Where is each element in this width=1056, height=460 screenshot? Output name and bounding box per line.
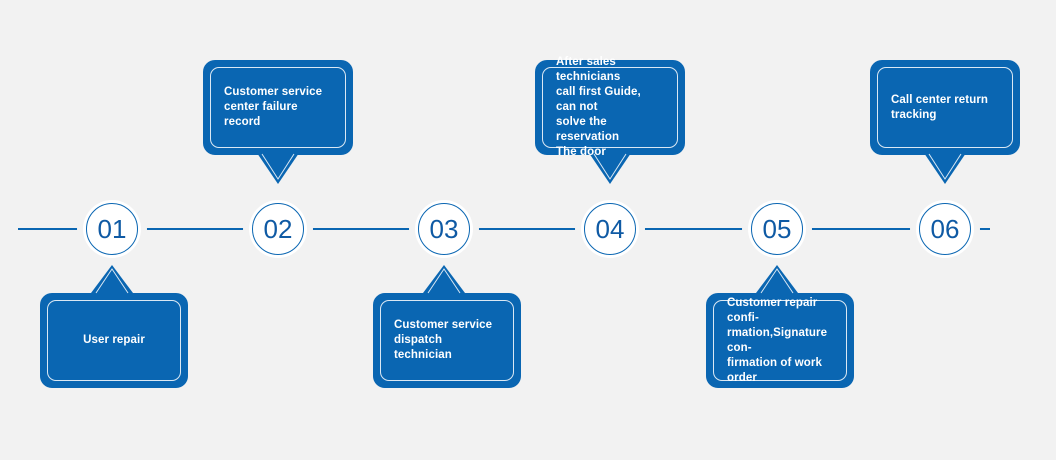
callout-inner-border-step-03: Customer service dispatch technician	[380, 300, 514, 381]
step-number-01: 01	[97, 214, 127, 244]
callout-label-step-03: Customer service dispatch technician	[394, 319, 493, 361]
callout-label-step-06: Call center return tracking	[891, 93, 989, 121]
step-number-05: 05	[762, 214, 792, 244]
callout-box-step-04[interactable]: After sales technicians call first Guide…	[535, 56, 685, 158]
step-marker-01[interactable]: 01	[83, 200, 141, 258]
callout-tail-inner-step-01	[95, 270, 129, 293]
callout-inner-border-step-01: User repair	[47, 300, 181, 381]
callout-box-step-01[interactable]: User repair	[40, 293, 188, 388]
callout-inner-border-step-02: Customer service center failure record	[210, 67, 346, 148]
step-number-02: 02	[263, 214, 293, 244]
step-number-04: 04	[595, 214, 625, 244]
timeline-axis	[18, 228, 990, 230]
step-marker-05[interactable]: 05	[748, 200, 806, 258]
step-ring-01	[86, 203, 138, 255]
step-ring-03	[418, 203, 470, 255]
step-ring-04	[584, 203, 636, 255]
step-marker-04[interactable]: 04	[581, 200, 639, 258]
callout-label-step-01: User repair	[83, 334, 145, 346]
callout-tail-step-02	[257, 153, 299, 184]
callout-inner-border-step-04: After sales technicians call first Guide…	[542, 56, 678, 158]
step-number-06: 06	[930, 214, 960, 244]
callout-tail-inner-step-05	[760, 270, 794, 293]
callout-box-step-06[interactable]: Call center return tracking	[870, 60, 1020, 155]
callout-box-step-02[interactable]: Customer service center failure record	[203, 60, 353, 155]
step-ring-02	[252, 203, 304, 255]
callout-box-step-03[interactable]: Customer service dispatch technician	[373, 293, 521, 388]
callout-box-step-05[interactable]: Customer repair confi- rmation,Signature…	[706, 293, 854, 388]
step-marker-06[interactable]: 06	[916, 200, 974, 258]
step-number-03: 03	[429, 214, 459, 244]
callout-inner-border-step-06: Call center return tracking	[877, 67, 1013, 148]
step-marker-03[interactable]: 03	[415, 200, 473, 258]
step-marker-02[interactable]: 02	[249, 200, 307, 258]
callout-tail-step-06	[924, 153, 966, 184]
callout-label-step-05: Customer repair confi- rmation,Signature…	[727, 296, 828, 384]
callout-tail-inner-step-03	[427, 270, 461, 293]
callout-label-step-04: After sales technicians call first Guide…	[556, 56, 641, 158]
step-ring-06	[919, 203, 971, 255]
step-ring-05	[751, 203, 803, 255]
callout-inner-border-step-05: Customer repair confi- rmation,Signature…	[713, 297, 847, 384]
callout-label-step-02: Customer service center failure record	[224, 86, 323, 128]
